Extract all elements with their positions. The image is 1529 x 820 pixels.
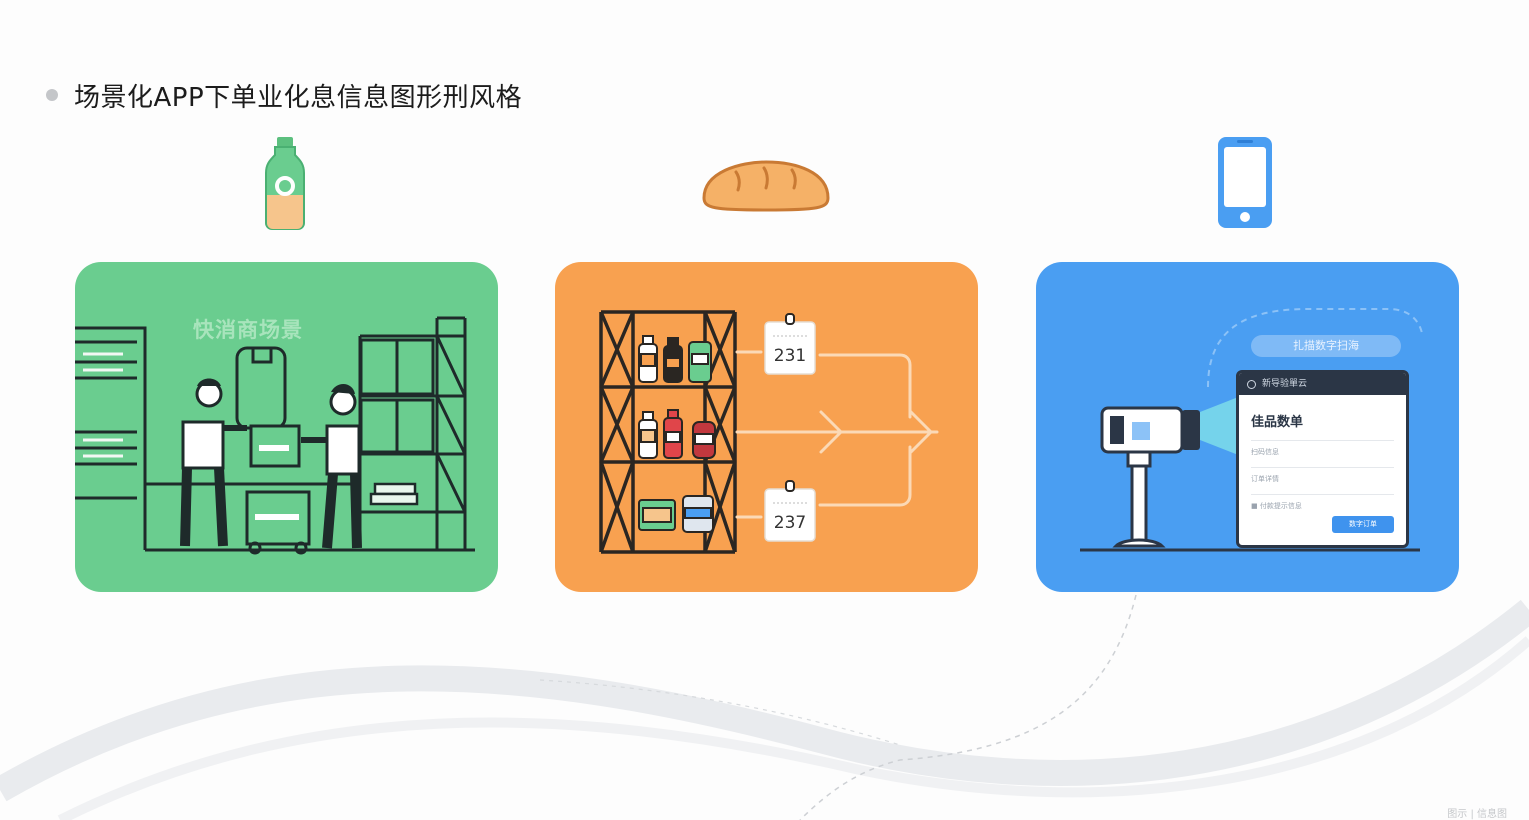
page-title: 场景化APP下单业化息信息图形刑风格 — [74, 82, 523, 113]
field-1: 扫码信息 — [1251, 448, 1279, 456]
window-header: 新导验單云 — [1239, 373, 1406, 395]
window-title: 佳品数单 — [1251, 415, 1304, 430]
bottle-icon — [265, 137, 305, 230]
divider — [1251, 440, 1394, 441]
window-header-text: 新导验單云 — [1262, 379, 1308, 389]
calendar-number-bottom: 237 — [773, 513, 807, 533]
scan-pill: 扎描数字扫海 — [1251, 335, 1401, 357]
smartphone-icon — [1218, 137, 1272, 228]
scan-order-card[interactable]: 扎描数字扫海 新导验單云 佳品数单 扫码信息 订单详情 ■ 付款提示信息 数字订… — [1036, 262, 1459, 592]
title-row: 场景化APP下单业化息信息图形刑风格 — [46, 78, 523, 113]
bread-icon — [702, 160, 830, 212]
warehouse-scene-illustration — [75, 316, 475, 555]
calendar-number-top: 231 — [773, 346, 807, 366]
order-submit-button[interactable]: 数字订单 — [1332, 516, 1394, 533]
bullet-icon — [46, 89, 58, 101]
window-dot-icon — [1247, 379, 1256, 389]
shelf-illustration — [599, 310, 939, 554]
scanner-illustration — [1080, 308, 1423, 552]
footer-text: 图示 | 信息图 — [1447, 809, 1507, 820]
order-window: 新导验單云 佳品数单 扫码信息 订单详情 ■ 付款提示信息 数字订单 — [1236, 370, 1409, 548]
fmcg-scene-card[interactable]: 快消商场景 — [75, 262, 498, 592]
field-2: 订单详情 — [1251, 475, 1279, 483]
shelf-inventory-card[interactable]: 231 237 — [555, 262, 978, 592]
divider — [1251, 494, 1394, 495]
scene-label: 快消商场景 — [193, 318, 303, 342]
field-3: ■ 付款提示信息 — [1251, 502, 1302, 510]
divider — [1251, 467, 1394, 468]
